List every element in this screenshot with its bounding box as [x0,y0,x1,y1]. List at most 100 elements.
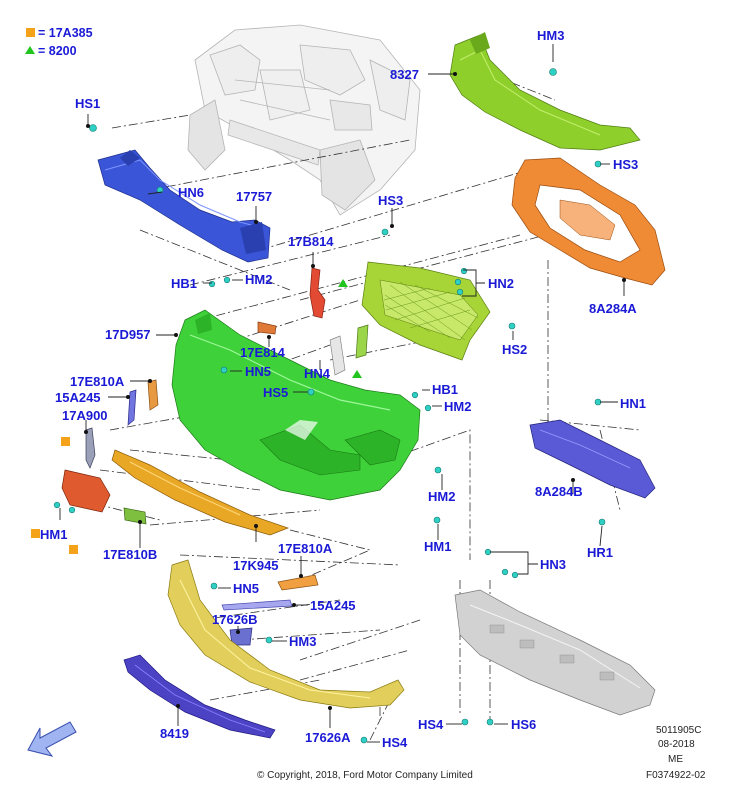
label-hm2-top: HM2 [245,272,272,287]
part-15a245-strip [221,599,293,611]
fastener-hs2 [508,322,516,330]
label-17626b: 17626B [212,612,258,627]
part-17626b [229,627,253,646]
label-17757: 17757 [236,189,272,204]
fastener-hs5 [307,388,315,396]
label-hn4: HN4 [304,366,331,381]
label-hn2: HN2 [488,276,514,291]
part-markers [31,279,362,554]
label-8327: 8327 [390,67,419,82]
label-hs6: HS6 [511,717,536,732]
label-hm2-mid: HM2 [444,399,471,414]
legend-square-icon [26,28,35,37]
fastener-hn5-low [210,582,218,590]
copyright-text: © Copyright, 2018, Ford Motor Company Li… [257,770,473,781]
part-side-trim [329,324,369,376]
label-hs4-low: HS4 [382,735,408,750]
fastener-hr1 [598,518,606,526]
label-hb1-mid: HB1 [432,382,458,397]
label-hs2: HS2 [502,342,527,357]
fastener-hn2-b [454,278,462,286]
marker-square-icon [69,545,78,554]
label-17k945: 17K945 [233,558,279,573]
fastener-hm2-mid [424,404,432,412]
label-hm3-top: HM3 [537,28,564,43]
footer: © Copyright, 2018, Ford Motor Company Li… [257,725,706,781]
fastener-hm2-low [434,466,442,474]
part-underbody-shield [454,589,656,716]
label-15a245-left: 15A245 [55,390,101,405]
part-8419-spoiler-lip [123,654,276,739]
leader-lines [59,44,626,743]
doc-ref: F0374922-02 [646,770,706,781]
fastener-hs1 [89,124,97,132]
fastener-hm3-low [265,636,273,644]
part-left-mount-bracket [61,469,111,513]
label-17e810a-mid: 17E810A [278,541,333,556]
fastener-hm2-top [223,276,231,284]
vehicle-body-structure [187,24,421,216]
fastener-hn3-a [484,548,492,556]
part-17b814-bracket [309,267,326,319]
marker-triangle-icon [352,370,362,378]
part-17k945-lower-grille [111,449,290,536]
part-8a284a-carrier [511,157,666,286]
part-17e814-clip [257,321,277,335]
fastener-hm1-left-b [68,506,76,514]
label-8a284a: 8A284A [589,301,637,316]
fastener-hn2-c [456,288,464,296]
label-17a900: 17A900 [62,408,108,423]
fastener-hn3-b [501,568,509,576]
fastener-hn3-c [511,571,519,579]
label-17626a: 17626A [305,730,351,745]
fastener-hb1-top [208,280,216,288]
label-17e810b: 17E810B [103,547,157,562]
fastener-hs4-low [360,736,368,744]
label-17e814: 17E814 [240,345,286,360]
fastener-hm1-left-a [53,501,61,509]
legend: = 17A385 = 8200 [25,26,93,58]
label-hn3: HN3 [540,557,566,572]
part-15a245-bracket-left [127,379,159,426]
label-hn5-top: HN5 [245,364,271,379]
part-8327-support-bracket [449,32,641,151]
legend-triangle-icon [25,46,35,54]
fastener-hb1-mid [411,391,419,399]
fastener-hm1-mid [433,516,441,524]
label-hs4-right: HS4 [418,717,444,732]
fastener-hn6 [156,186,164,194]
fastener-hn2-a [460,267,468,275]
doc-date: 08-2018 [658,739,695,750]
label-8419: 8419 [160,726,189,741]
marker-triangle-icon [338,279,348,287]
marker-square-icon [61,437,70,446]
fastener-hs4-right [461,718,469,726]
label-hs1: HS1 [75,96,100,111]
part-17a900 [85,427,96,469]
label-hs3-top: HS3 [378,193,403,208]
part-labels: HS1 HN6 17757 HS3 8327 HM3 HS3 8A284A 17… [40,28,646,750]
label-hn6: HN6 [178,185,204,200]
fastener-hm3-top [549,68,557,76]
front-direction-arrow-icon [27,721,77,757]
fastener-hs3-top [381,228,389,236]
legend-triangle-label: = 8200 [38,44,77,58]
label-hn1: HN1 [620,396,646,411]
label-hm2-low: HM2 [428,489,455,504]
part-grille-insert [361,261,491,361]
legend-square-label: = 17A385 [38,26,93,40]
label-15a245-low: 15A245 [310,598,356,613]
label-hs3-right: HS3 [613,157,638,172]
label-hs5: HS5 [263,385,288,400]
doc-id: 5011905C [656,725,701,736]
part-17e810a-mid [277,574,319,591]
label-8a284b: 8A284B [535,484,583,499]
part-17757-bumper-reinforcement [97,149,271,263]
label-hm1-mid: HM1 [424,539,451,554]
part-17d957-bumper-cover [171,309,421,501]
label-hm1-left: HM1 [40,527,67,542]
part-17e810b [123,507,147,525]
label-hm3-low: HM3 [289,634,316,649]
fastener-hn5-top [220,366,228,374]
